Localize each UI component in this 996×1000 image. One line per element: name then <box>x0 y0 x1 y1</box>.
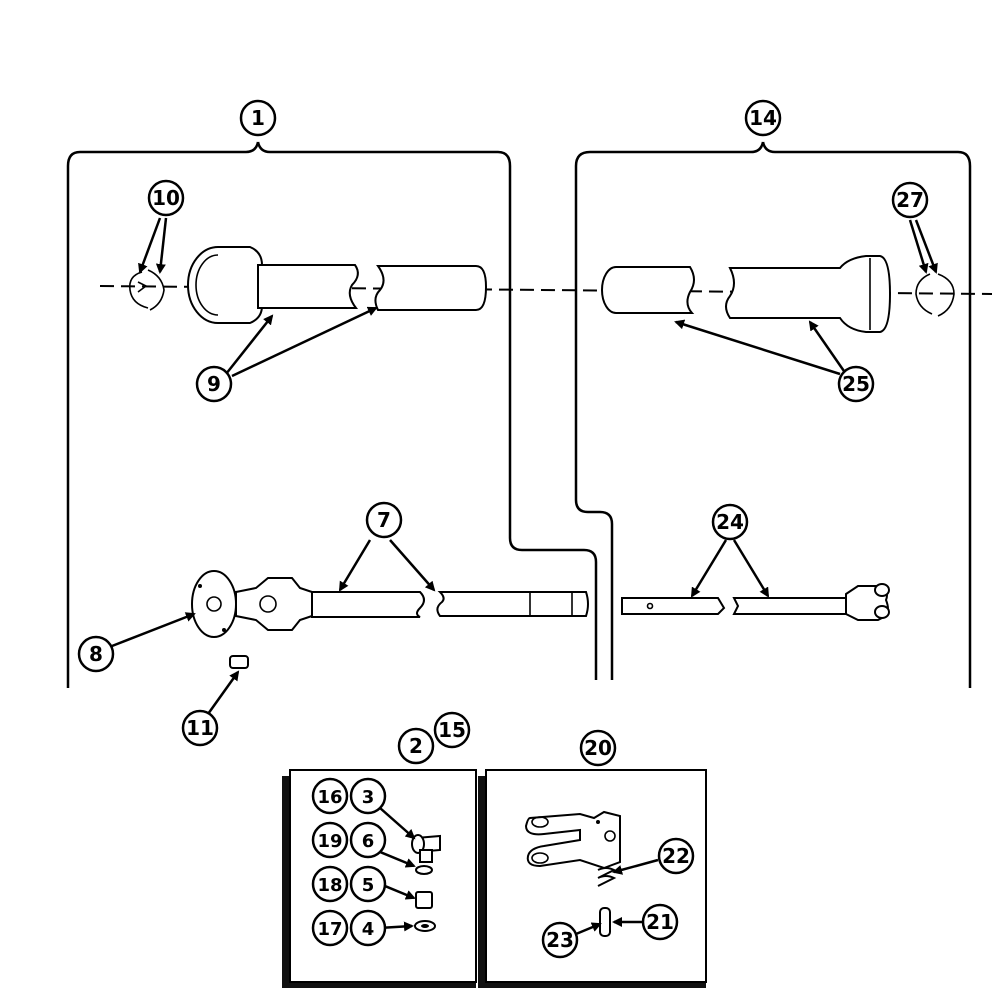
callout-24: 24 <box>711 503 749 541</box>
callout-21: 21 <box>641 903 679 941</box>
callout-11: 11 <box>181 709 219 747</box>
callout-17: 17 <box>311 909 349 947</box>
plunger-part <box>599 907 611 937</box>
callout-10: 10 <box>147 179 185 217</box>
assembly-14-frame <box>574 141 972 688</box>
cross-spider-part <box>411 834 441 863</box>
callout-6: 6 <box>349 821 387 859</box>
seal-part <box>415 865 433 875</box>
callout-27-label: 27 <box>896 188 924 212</box>
leader-arrows <box>111 217 938 936</box>
callout-5: 5 <box>349 865 387 903</box>
callout-3: 3 <box>349 777 387 815</box>
inner-shaft-24 <box>621 583 890 621</box>
callout-1-label: 1 <box>251 106 265 130</box>
detail-box-20 <box>478 769 707 988</box>
callout-8: 8 <box>77 635 115 673</box>
yoke-part <box>524 810 621 870</box>
callout-1: 1 <box>239 99 277 137</box>
callout-6-label: 6 <box>362 831 375 852</box>
callout-24-label: 24 <box>716 510 744 534</box>
callout-14: 14 <box>744 99 782 137</box>
bearing-cup-part <box>415 891 433 909</box>
callout-11-label: 11 <box>186 716 214 740</box>
callout-15: 15 <box>433 711 471 749</box>
callout-15-label: 15 <box>438 718 466 742</box>
callout-16-label: 16 <box>317 787 342 808</box>
callout-4: 4 <box>349 909 387 947</box>
callout-21-label: 21 <box>646 910 674 934</box>
callout-25: 25 <box>837 365 875 403</box>
snap-ring-27 <box>915 273 955 317</box>
callout-25-label: 25 <box>842 372 870 396</box>
snap-ring-10 <box>128 269 165 311</box>
assembly-1-frame <box>66 141 598 688</box>
outer-tube-25 <box>601 255 892 333</box>
callout-7-label: 7 <box>377 508 391 532</box>
callout-14-label: 14 <box>749 106 777 130</box>
callout-18: 18 <box>311 865 349 903</box>
callout-10-label: 10 <box>152 186 180 210</box>
callout-22: 22 <box>657 837 695 875</box>
callout-23: 23 <box>541 921 579 959</box>
callout-19-label: 19 <box>317 831 342 852</box>
callout-9: 9 <box>195 365 233 403</box>
callout-20-label: 20 <box>584 736 612 760</box>
callout-16: 16 <box>311 777 349 815</box>
callout-22-label: 22 <box>662 844 690 868</box>
outer-tube-9 <box>187 246 488 324</box>
callout-8-label: 8 <box>89 642 103 666</box>
callout-2: 2 <box>397 727 435 765</box>
inner-shaft-7 <box>191 570 589 638</box>
callout-3-label: 3 <box>362 787 375 808</box>
pin-11 <box>229 655 249 669</box>
callout-7: 7 <box>365 501 403 539</box>
callout-9-label: 9 <box>207 372 221 396</box>
callout-18-label: 18 <box>317 875 342 896</box>
callout-23-label: 23 <box>546 928 574 952</box>
callout-27: 27 <box>891 181 929 219</box>
callout-17-label: 17 <box>317 919 342 940</box>
spring-part <box>597 867 617 887</box>
callout-2-label: 2 <box>409 734 423 758</box>
callout-19: 19 <box>311 821 349 859</box>
callout-20: 20 <box>579 729 617 767</box>
callout-5-label: 5 <box>362 875 375 896</box>
callout-4-label: 4 <box>362 919 375 940</box>
